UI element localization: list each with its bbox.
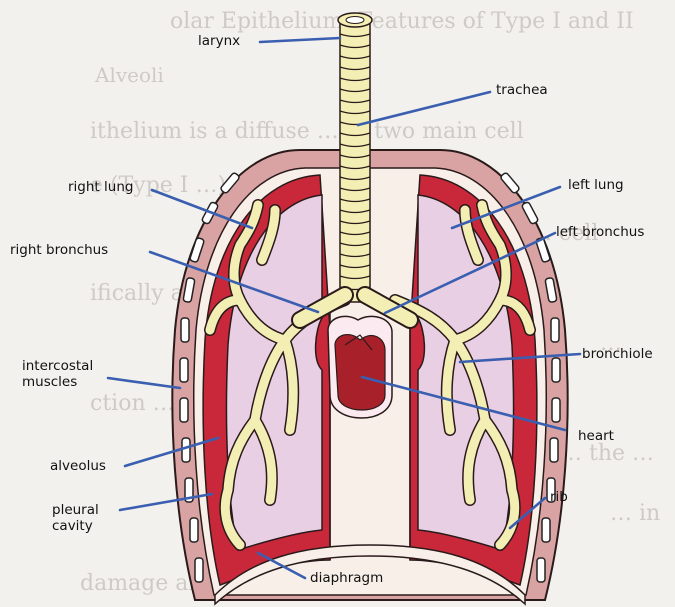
leader-larynx <box>260 38 340 42</box>
label-bronchiole: bronchiole <box>582 346 653 362</box>
label-alveolus: alveolus <box>50 458 106 474</box>
label-left-lung: left lung <box>568 177 624 193</box>
label-right-lung: right lung <box>68 179 133 195</box>
label-pleural-line1: pleural <box>52 502 99 518</box>
label-intercostal-line2: muscles <box>22 374 93 390</box>
label-pleural-cavity: pleural cavity <box>52 502 99 534</box>
label-larynx: larynx <box>198 33 240 49</box>
label-right-bronchus: right bronchus <box>10 242 108 258</box>
label-pleural-line2: cavity <box>52 518 99 534</box>
heart-shape <box>328 316 392 418</box>
label-trachea: trachea <box>496 82 548 98</box>
leader-intercostal <box>108 378 180 388</box>
label-left-bronchus: left bronchus <box>556 224 644 240</box>
trachea-shape <box>338 13 372 302</box>
label-intercostal-line1: intercostal <box>22 358 93 374</box>
label-diaphragm: diaphragm <box>310 570 383 586</box>
leader-trachea <box>358 92 490 125</box>
label-intercostal-muscles: intercostal muscles <box>22 358 93 390</box>
label-heart: heart <box>578 428 614 444</box>
label-rib: rib <box>550 489 568 505</box>
